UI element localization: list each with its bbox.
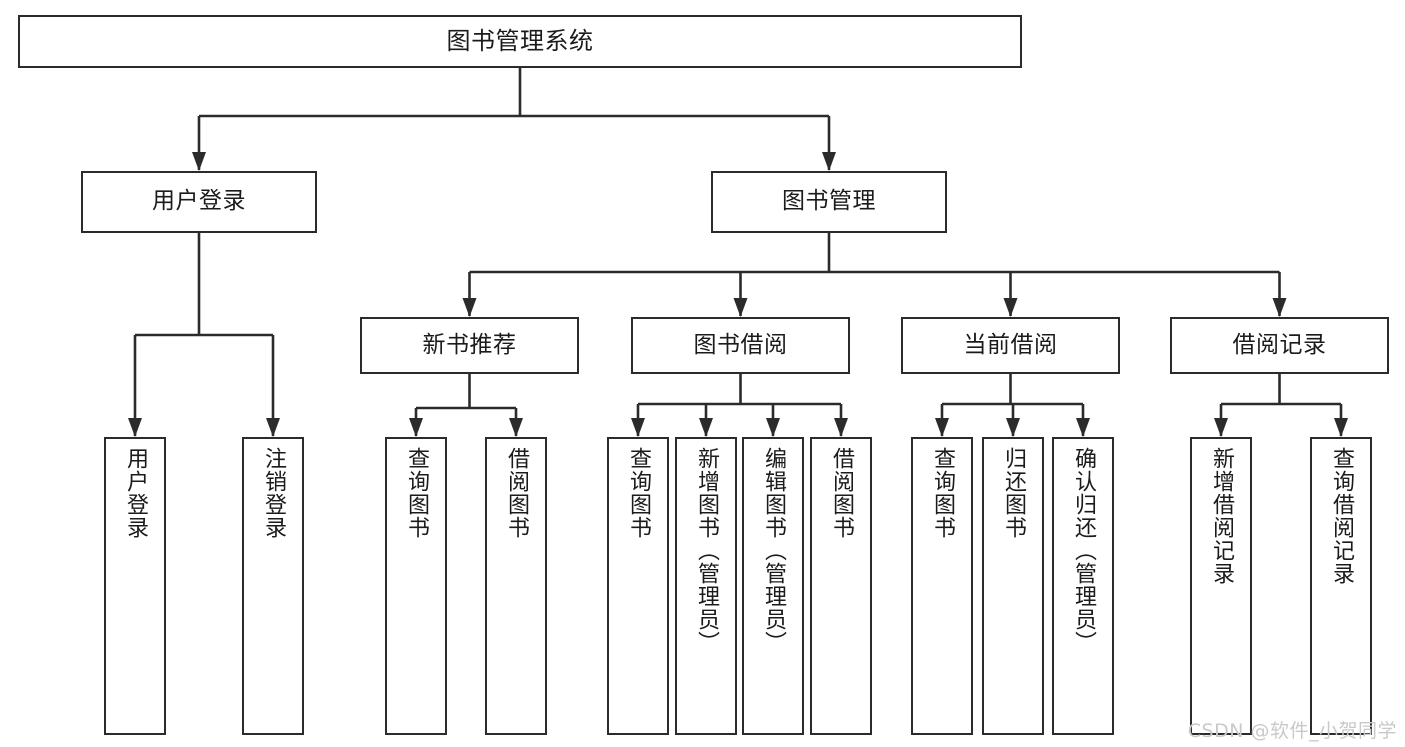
node-label: 查询图书 xyxy=(403,447,429,539)
node-label: 新增图书（管理员） xyxy=(693,447,719,654)
node-label: 借阅图书 xyxy=(828,447,854,539)
arrowhead-leaf-confirm-return xyxy=(1076,418,1090,437)
node-root[interactable]: 图书管理系统 xyxy=(18,15,1022,68)
node-leaf-user-logout[interactable]: 注销登录 xyxy=(242,437,304,735)
arrowhead-leaf-edit-book xyxy=(766,418,780,437)
watermark-text: CSDN @软件_小贺同学 xyxy=(1187,720,1397,742)
node-leaf-edit-book[interactable]: 编辑图书（管理员） xyxy=(742,437,804,735)
node-label: 借阅记录 xyxy=(1232,331,1327,358)
node-label: 注销登录 xyxy=(260,447,286,539)
node-leaf-query-record[interactable]: 查询借阅记录 xyxy=(1310,437,1372,735)
node-label: 当前借阅 xyxy=(963,331,1058,358)
arrowhead-leaf-user-login xyxy=(128,418,142,437)
node-label: 用户登录 xyxy=(152,188,246,215)
node-leaf-query-book-cur[interactable]: 查询图书 xyxy=(911,437,973,735)
node-new-book-rec[interactable]: 新书推荐 xyxy=(360,317,579,374)
node-book-borrow[interactable]: 图书借阅 xyxy=(631,317,850,374)
arrowhead-book-manage xyxy=(822,152,836,171)
arrowhead-leaf-query-book-rec xyxy=(409,418,423,437)
node-label: 借阅图书 xyxy=(503,447,529,539)
arrowhead-borrow-record xyxy=(1272,298,1287,317)
node-leaf-query-book-rec[interactable]: 查询图书 xyxy=(385,437,447,735)
node-label: 新书推荐 xyxy=(422,331,517,358)
node-leaf-borrow-book-rec[interactable]: 借阅图书 xyxy=(485,437,547,735)
node-label: 归还图书 xyxy=(1000,447,1026,539)
node-label: 查询图书 xyxy=(929,447,955,539)
arrowhead-new-book-rec xyxy=(462,298,477,317)
node-leaf-user-login[interactable]: 用户登录 xyxy=(104,437,166,735)
arrowhead-leaf-add-record xyxy=(1214,418,1228,437)
node-leaf-add-record[interactable]: 新增借阅记录 xyxy=(1190,437,1252,735)
node-leaf-confirm-return[interactable]: 确认归还（管理员） xyxy=(1052,437,1114,735)
node-label: 查询图书 xyxy=(625,447,651,539)
node-user-login[interactable]: 用户登录 xyxy=(81,171,317,233)
arrowhead-leaf-query-record xyxy=(1334,418,1348,437)
node-book-manage[interactable]: 图书管理 xyxy=(711,171,947,233)
arrowhead-leaf-return-book xyxy=(1006,418,1020,437)
node-label: 确认归还（管理员） xyxy=(1070,447,1096,654)
arrowhead-leaf-borrow-book-rec xyxy=(509,418,523,437)
node-label: 查询借阅记录 xyxy=(1328,447,1354,585)
arrowhead-leaf-borrow-book xyxy=(834,418,848,437)
arrowhead-leaf-query-book-cur xyxy=(935,418,949,437)
node-current-borrow[interactable]: 当前借阅 xyxy=(901,317,1120,374)
node-leaf-return-book[interactable]: 归还图书 xyxy=(982,437,1044,735)
node-leaf-borrow-book[interactable]: 借阅图书 xyxy=(810,437,872,735)
node-label: 新增借阅记录 xyxy=(1208,447,1234,585)
arrowhead-book-borrow xyxy=(733,298,748,317)
node-leaf-query-book-borrow[interactable]: 查询图书 xyxy=(607,437,669,735)
node-leaf-add-book[interactable]: 新增图书（管理员） xyxy=(675,437,737,735)
node-borrow-record[interactable]: 借阅记录 xyxy=(1170,317,1389,374)
arrowhead-leaf-add-book xyxy=(699,418,713,437)
node-label: 图书借阅 xyxy=(693,331,788,358)
arrowhead-user-login xyxy=(192,152,206,171)
node-label: 编辑图书（管理员） xyxy=(760,447,786,654)
arrowhead-leaf-query-book-borrow xyxy=(631,418,645,437)
node-label: 图书管理 xyxy=(782,188,876,215)
arrowhead-leaf-user-logout xyxy=(266,418,280,437)
node-label: 用户登录 xyxy=(122,447,148,539)
arrowhead-current-borrow xyxy=(1003,298,1018,317)
node-label: 图书管理系统 xyxy=(446,27,594,56)
